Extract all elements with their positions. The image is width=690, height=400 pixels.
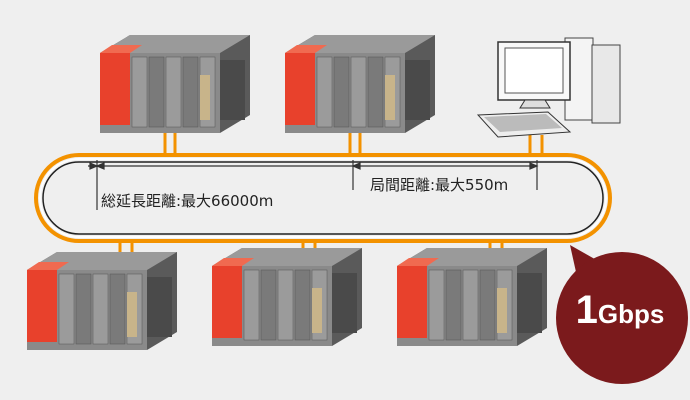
speed-number: 1 [575,288,598,332]
speed-badge: 1Gbps [560,288,680,333]
total-distance-label: 総延長距離:最大66000m [101,192,274,210]
speed-unit: Gbps [597,299,665,329]
plc-station-bottom-2 [212,248,362,346]
plc-station-bottom-3 [397,248,547,346]
station-distance-label: 局間距離:最大550m [370,176,509,194]
optical-ring-cable [34,153,612,243]
plc-station-top-1 [100,35,250,133]
plc-station-bottom-1 [27,252,177,350]
personal-computer [476,37,621,138]
plc-station-top-2 [285,35,435,133]
speed-bubble [556,245,688,384]
dimension-lines [88,160,539,210]
